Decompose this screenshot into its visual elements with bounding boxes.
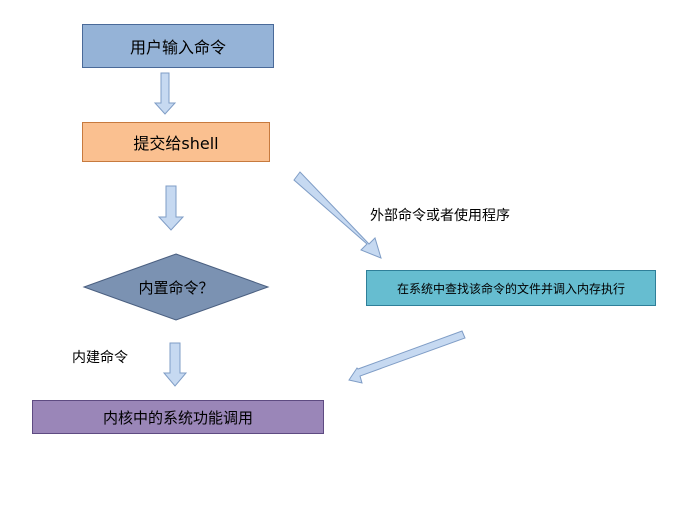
builtin-command-edge-label: 内建命令 — [72, 350, 128, 366]
arrow-shell-to-decision — [157, 185, 185, 231]
arrow-decision-to-kernel — [162, 342, 188, 387]
search-execute-node: 在系统中查找该命令的文件并调入内存执行 — [366, 270, 656, 306]
arrow-input-to-shell — [153, 72, 177, 115]
external-command-edge-label: 外部命令或者使用程序 — [370, 208, 510, 224]
decision-diamond — [82, 253, 270, 321]
arrow-search-to-kernel — [348, 330, 466, 384]
submit-shell-node: 提交给shell — [82, 122, 270, 162]
arrow-shell-to-search — [293, 171, 382, 259]
input-command-node: 用户输入命令 — [82, 24, 274, 68]
builtin-decision-label: 内置命令？ — [138, 278, 214, 297]
kernel-call-node: 内核中的系统功能调用 — [32, 400, 324, 434]
